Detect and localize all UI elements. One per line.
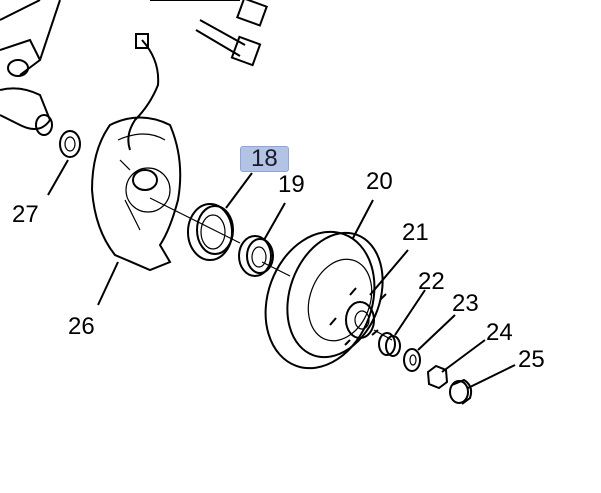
sensor-connector	[135, 33, 149, 49]
bearing-19	[238, 235, 274, 277]
seal-27	[59, 130, 81, 158]
callout-19[interactable]: 19	[278, 171, 305, 198]
nut-24	[426, 364, 449, 390]
steering-knuckle	[0, 0, 61, 136]
abs-sensor-wire	[127, 39, 160, 151]
leader-lines	[47, 159, 516, 389]
dust-cap-25	[449, 378, 473, 405]
bearing-18	[187, 203, 234, 261]
callout-21[interactable]: 21	[402, 219, 429, 246]
rotor-20	[264, 230, 387, 370]
callout-18-highlighted[interactable]: 18	[240, 146, 289, 172]
splash-shield-26	[90, 116, 182, 272]
callout-23[interactable]: 23	[452, 290, 479, 317]
bolt-upper	[150, 0, 268, 67]
callout-26[interactable]: 26	[68, 313, 95, 340]
callout-27[interactable]: 27	[12, 201, 39, 228]
callout-22[interactable]: 22	[418, 268, 445, 295]
washer-23	[403, 348, 421, 372]
callout-20[interactable]: 20	[366, 168, 393, 195]
callout-25[interactable]: 25	[518, 346, 545, 373]
callout-24[interactable]: 24	[486, 319, 513, 346]
bearing-22	[378, 332, 401, 357]
